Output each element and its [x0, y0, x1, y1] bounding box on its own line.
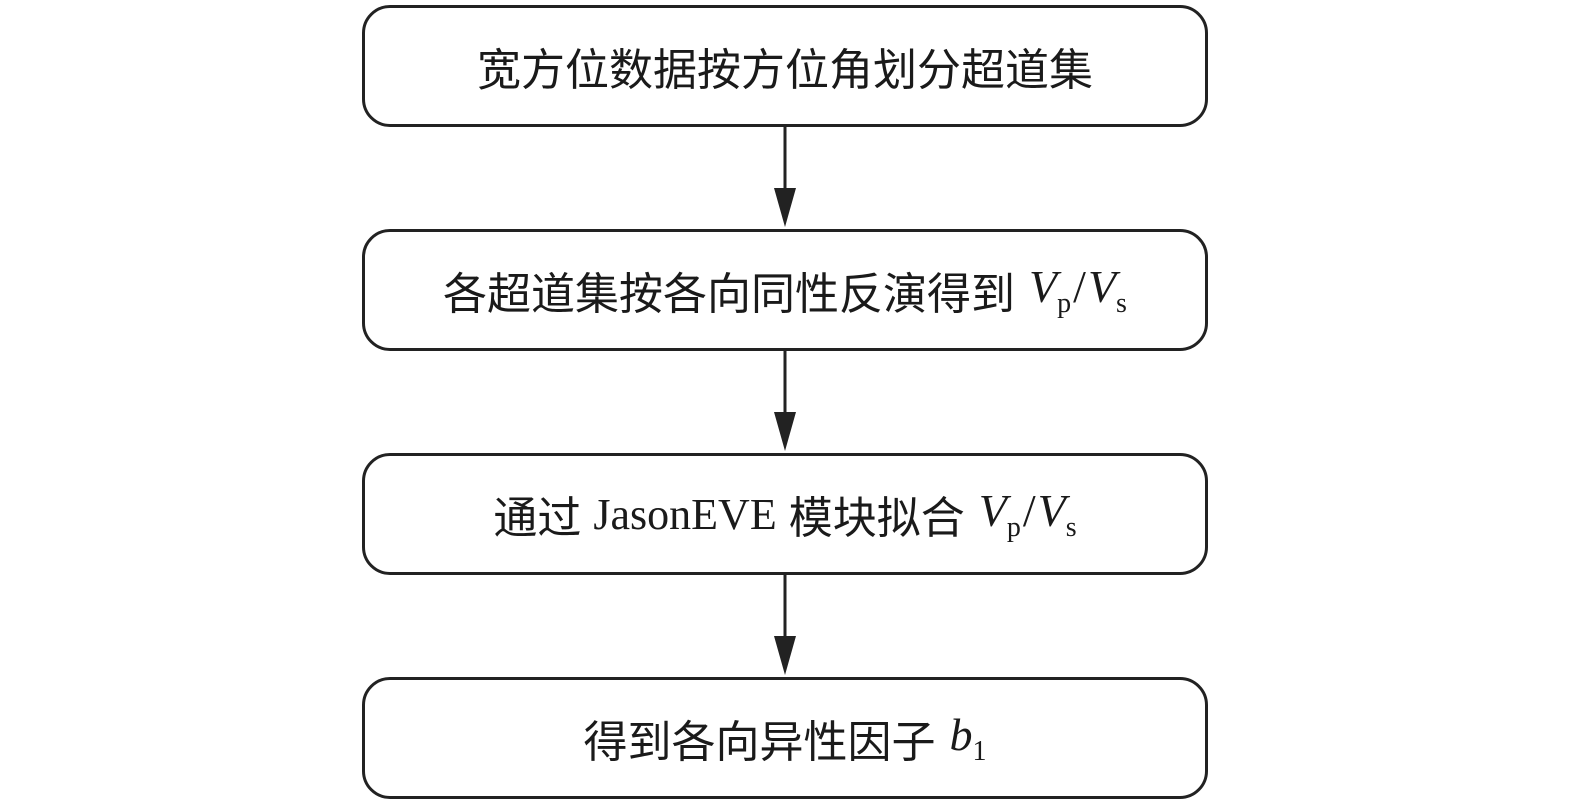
- vs-subscript: s: [1116, 288, 1127, 319]
- arrow-3-to-4: [774, 575, 796, 675]
- vp-subscript: p: [1006, 512, 1021, 543]
- step-3-box: 通过 JasonEVE 模块拟合 Vp/Vs: [362, 453, 1208, 575]
- step-1-box: 宽方位数据按方位角划分超道集: [362, 5, 1208, 127]
- module-name: JasonEVE: [593, 489, 777, 539]
- arrow-1-to-2: [774, 127, 796, 227]
- vs-symbol: V: [1087, 261, 1117, 312]
- vs-subscript: s: [1065, 512, 1077, 543]
- step-3-text-after: 模块拟合: [788, 493, 965, 544]
- step-2-box: 各超道集按各向同性反演得到 Vp/Vs: [362, 229, 1208, 351]
- arrow-2-to-3: [774, 351, 796, 451]
- anisotropy-factor: b1: [950, 708, 987, 768]
- vp-symbol: V: [978, 485, 1007, 536]
- step-4-box: 得到各向异性因子 b1: [362, 677, 1208, 799]
- ratio-slash: /: [1073, 261, 1086, 312]
- vp-vs-ratio: Vp/Vs: [1029, 260, 1127, 320]
- vp-symbol: V: [1029, 261, 1058, 312]
- b-symbol: b: [949, 709, 973, 760]
- b-subscript: 1: [972, 736, 987, 767]
- step-1-text: 宽方位数据按方位角划分超道集: [477, 45, 1093, 96]
- vp-vs-ratio: Vp/Vs: [979, 484, 1077, 544]
- vp-subscript: p: [1057, 288, 1072, 319]
- vs-symbol: V: [1037, 485, 1066, 536]
- ratio-slash: /: [1022, 485, 1036, 536]
- step-2-text: 各超道集按各向同性反演得到: [443, 269, 1016, 320]
- step-4-text: 得到各向异性因子: [583, 717, 936, 768]
- step-3-text-before: 通过: [493, 493, 582, 544]
